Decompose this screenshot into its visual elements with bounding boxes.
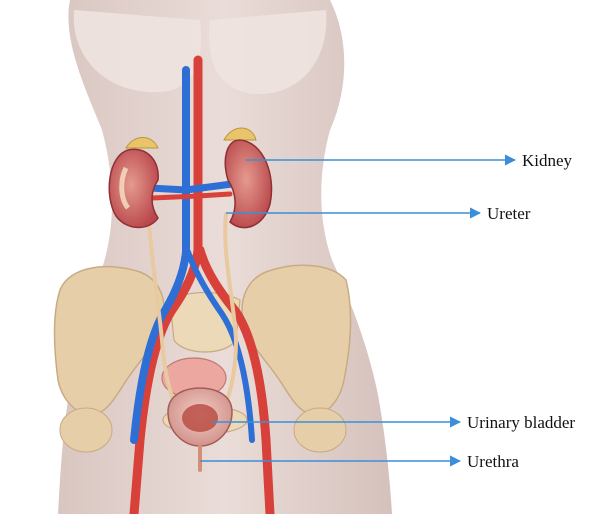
label-urinary-bladder: Urinary bladder: [467, 413, 575, 432]
label-ureter: Ureter: [487, 204, 531, 223]
renal-artery-left: [152, 196, 198, 198]
renal-vein-left: [150, 188, 186, 190]
label-kidney: Kidney: [522, 151, 573, 170]
hip-left: [60, 408, 112, 452]
hip-right: [294, 408, 346, 452]
bladder-lumen: [182, 404, 218, 432]
label-urethra: Urethra: [467, 452, 519, 471]
kidney-left: [109, 149, 158, 227]
renal-artery-right: [198, 194, 230, 196]
